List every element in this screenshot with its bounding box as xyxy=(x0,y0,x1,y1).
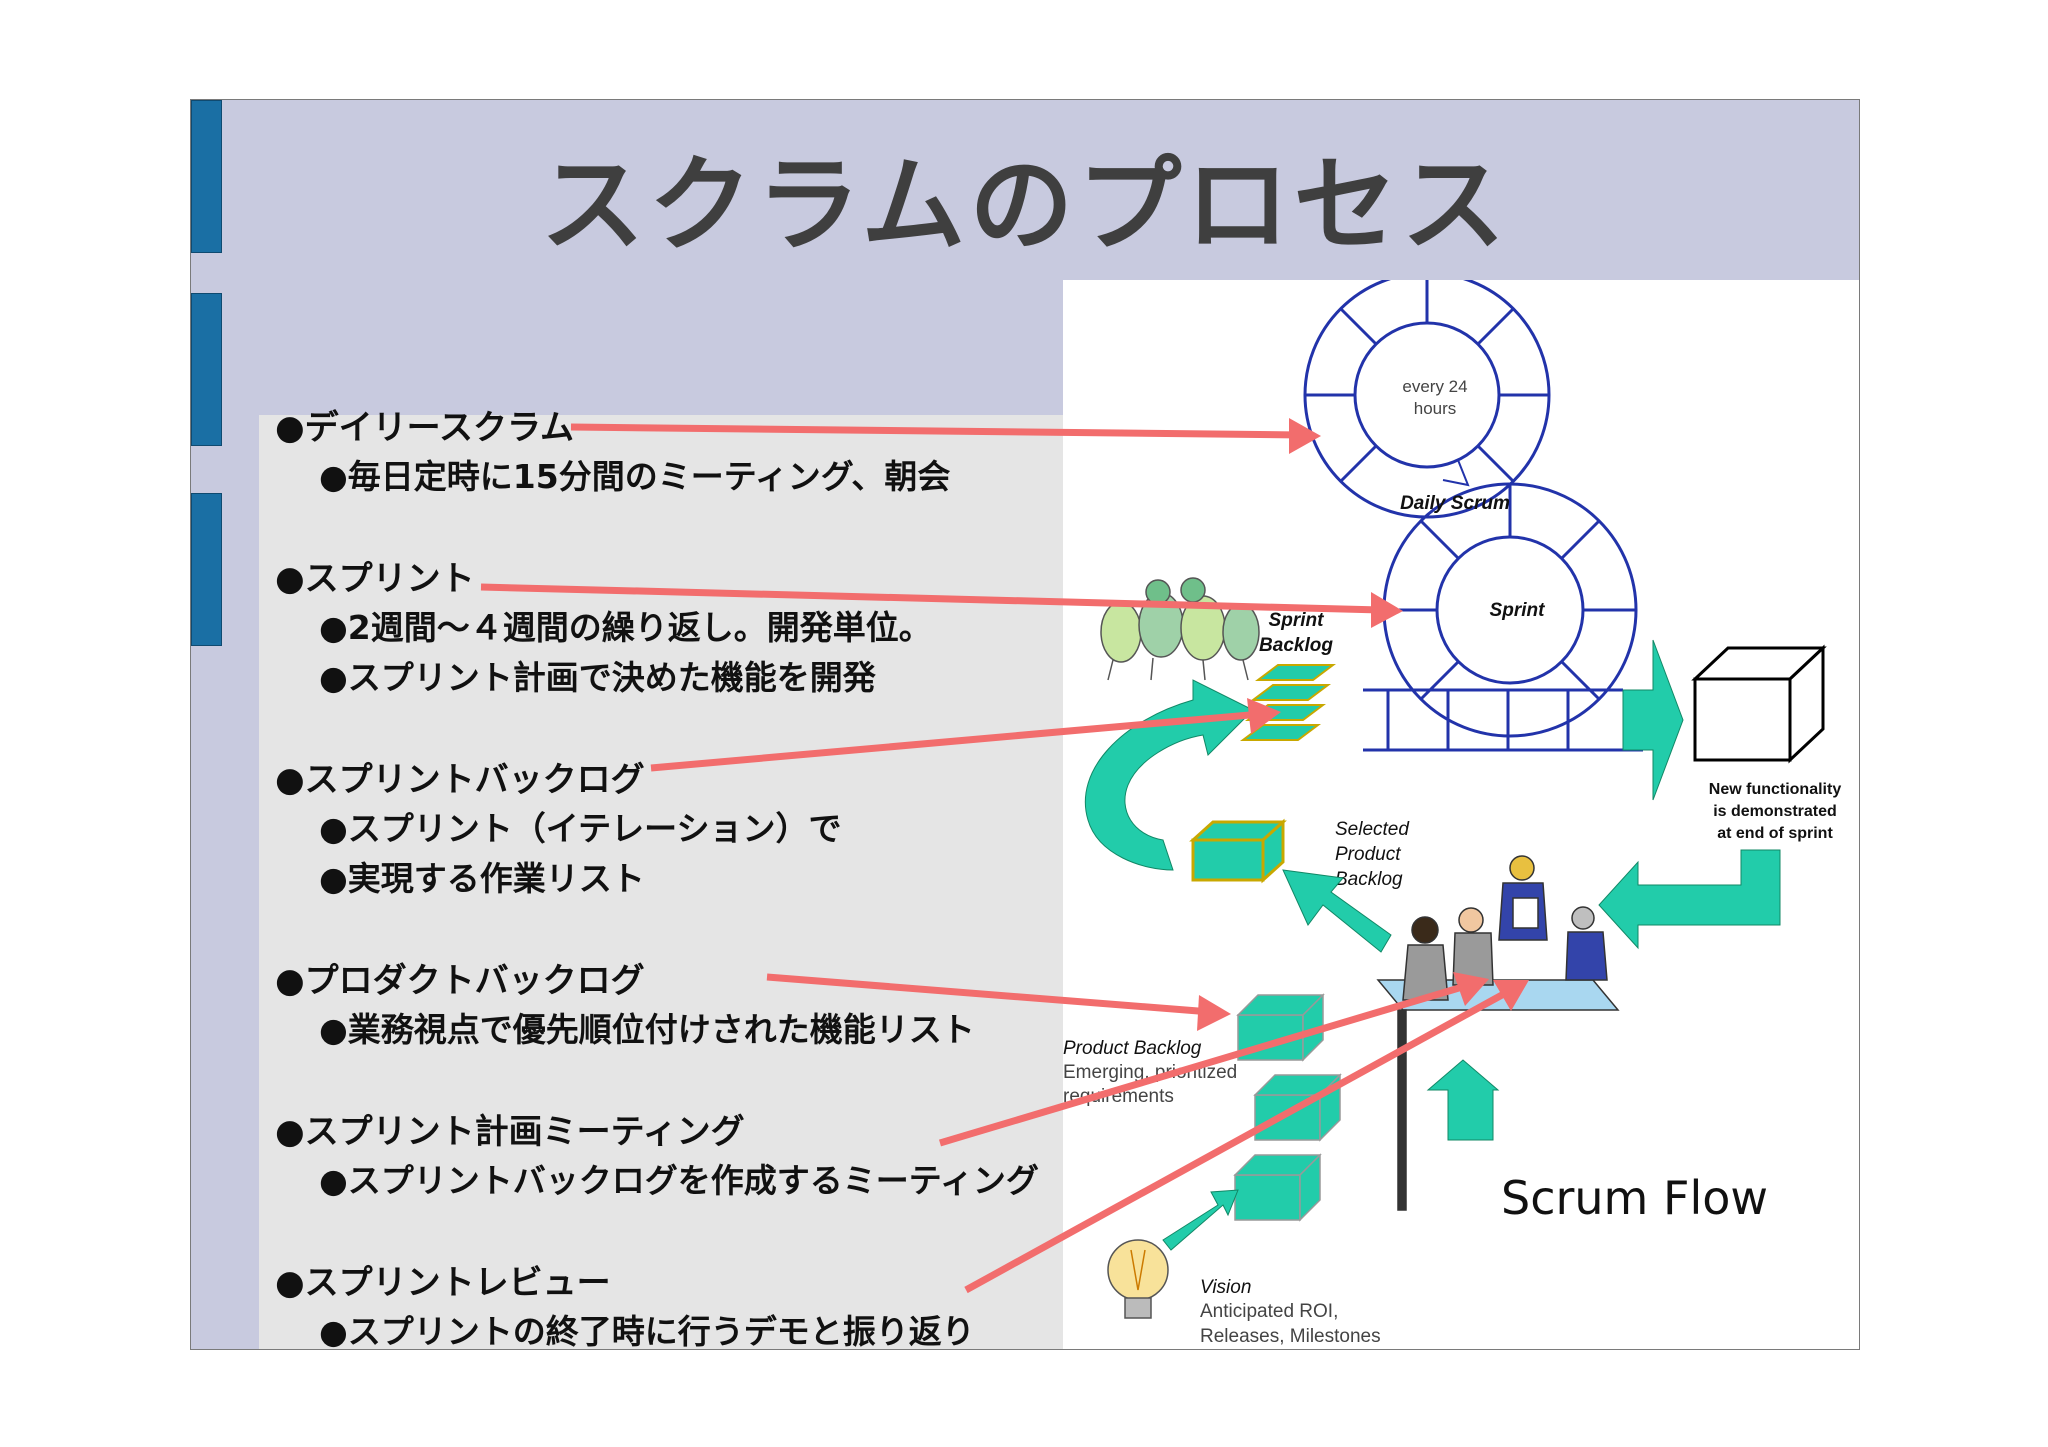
arrow-daily-scrum xyxy=(570,423,1302,439)
planning-meeting-illustration xyxy=(1376,855,1620,1211)
sub-bullet-sprint-review: ●スプリントの終了時に行うデモと振り返り xyxy=(319,1312,975,1350)
sub-bullet-sprint-backlog-1: ●スプリント（イテレーション）で xyxy=(319,809,842,848)
team-huddle-illustration xyxy=(1100,577,1260,681)
scrum-flow-diagram: every 24 hours Daily Scrum Sprint New fu… xyxy=(1063,271,1859,1349)
bullet-sprint: ●スプリント xyxy=(275,559,475,599)
daily-scrum-label: Daily Scrum xyxy=(1400,493,1510,514)
sprint-label: Sprint xyxy=(1490,600,1546,621)
bullet-product-backlog: ●プロダクトバックログ xyxy=(275,961,645,1001)
arrow-sprint-review-head xyxy=(1493,980,1529,1011)
slide-title: スクラムのプロセス xyxy=(540,144,1510,266)
arrow-sprint-review xyxy=(964,986,1513,1294)
bullet-sprint-review: ●スプリントレビュー xyxy=(275,1263,611,1303)
sprint-backlog-label-1: Sprint xyxy=(1269,610,1325,631)
selected-product-backlog-cube xyxy=(1189,818,1287,884)
arrow-sprint-head xyxy=(1371,592,1403,628)
arrow-product-backlog-head xyxy=(1197,995,1231,1031)
new-functionality-label-3: at end of sprint xyxy=(1717,825,1833,842)
sprint-backlog-label-2: Backlog xyxy=(1259,635,1333,656)
selected-product-backlog-label-3: Backlog xyxy=(1335,869,1403,890)
sub-bullet-sprint-2: ●スプリント計画で決めた機能を開発 xyxy=(319,658,876,697)
sub-bullet-daily-scrum: ●毎日定時に15分間のミーティング、朝会 xyxy=(319,457,951,496)
every-24-label-2: hours xyxy=(1414,399,1457,418)
arrow-sprint xyxy=(480,583,1382,614)
arrow-daily-scrum-head xyxy=(1289,418,1321,454)
vision-arrow xyxy=(1162,1189,1239,1251)
to-meeting-arrow xyxy=(1426,1059,1500,1141)
arrow-sprint-backlog-head xyxy=(1247,698,1281,734)
slide-tab-1 xyxy=(191,100,222,253)
deliverable-cube xyxy=(1691,644,1827,764)
vision-lightbulb-icon xyxy=(1107,1239,1169,1319)
vision-desc-1: Anticipated ROI, xyxy=(1200,1301,1338,1322)
slide-tab-3 xyxy=(191,493,222,646)
new-functionality-label-2: is demonstrated xyxy=(1713,803,1837,820)
arrow-product-backlog xyxy=(766,973,1212,1016)
vision-label: Vision xyxy=(1200,1277,1251,1298)
selected-product-backlog-label-2: Product xyxy=(1335,844,1401,865)
slide: スクラムのプロセス ●デイリースクラム ●毎日定時に15分間のミーティング、朝会… xyxy=(190,99,1860,1350)
every-24-label-1: every 24 xyxy=(1402,377,1467,396)
sub-bullet-sprint-backlog-2: ●実現する作業リスト xyxy=(319,859,645,898)
to-deliverable-arrow xyxy=(1622,639,1684,801)
meeting-to-selected-arrow xyxy=(1282,869,1392,953)
scrum-flow-title: Scrum Flow xyxy=(1501,1171,1768,1225)
sub-bullet-sprint-1: ●2週間〜４週間の繰り返し。開発単位。 xyxy=(319,608,932,647)
vision-desc-2: Releases, Milestones xyxy=(1200,1326,1381,1347)
arrow-sprint-planning xyxy=(938,981,1471,1147)
return-arrow xyxy=(1598,849,1781,950)
product-backlog-label: Product Backlog xyxy=(1063,1038,1202,1059)
bullet-sprint-planning: ●スプリント計画ミーティング xyxy=(275,1112,745,1152)
arrow-sprint-backlog xyxy=(650,710,1262,772)
curved-arrow xyxy=(1084,679,1254,871)
product-backlog-desc-2: requirements xyxy=(1063,1086,1174,1107)
sub-bullet-product-backlog: ●業務視点で優先順位付けされた機能リスト xyxy=(319,1010,975,1049)
pointer-arrows xyxy=(480,418,1529,1294)
bullet-sprint-backlog: ●スプリントバックログ xyxy=(275,760,645,800)
slide-tab-2 xyxy=(191,293,222,446)
arrow-sprint-planning-head xyxy=(1453,972,1489,1006)
new-functionality-label-1: New functionality xyxy=(1709,781,1842,798)
sub-bullet-sprint-planning: ●スプリントバックログを作成するミーティング xyxy=(319,1161,1039,1200)
selected-product-backlog-label-1: Selected xyxy=(1335,819,1410,840)
sprint-backlog-stack xyxy=(1240,664,1336,741)
bullet-daily-scrum: ●デイリースクラム xyxy=(275,408,574,448)
